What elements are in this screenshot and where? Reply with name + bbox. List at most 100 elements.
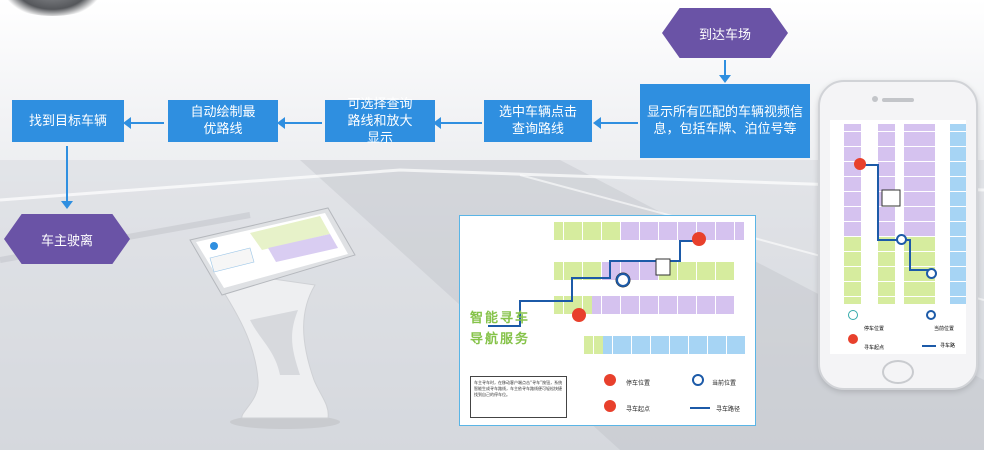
phone-parking-slot	[904, 131, 921, 139]
phone-parking-slot	[918, 184, 935, 191]
phone-parking-slot	[844, 161, 861, 169]
phone-parking-slot	[950, 214, 966, 221]
legend-route-line	[690, 407, 710, 409]
parking-slot	[601, 296, 611, 314]
phone-parking-slot	[918, 146, 935, 154]
phone-parking-slot	[878, 139, 895, 146]
phone-parking-slot	[904, 124, 921, 131]
parking-slot	[715, 296, 725, 314]
phone-parking-slot	[878, 229, 895, 236]
phone-parking-slot	[918, 251, 935, 259]
arrive-label: 到达车场	[698, 27, 751, 43]
phone-parking-slot	[844, 289, 861, 296]
phone-parking-slot	[878, 131, 895, 139]
phone-parking-slot	[950, 199, 966, 206]
legend-parking-icon	[604, 374, 616, 386]
phone-start-marker	[926, 268, 937, 279]
parking-slot	[715, 262, 725, 280]
phone-parking-slot	[918, 161, 935, 169]
phone-parking-slot	[918, 214, 935, 221]
phone-parking-slot	[950, 206, 966, 214]
legend-current-label: 当前位置	[712, 380, 737, 387]
parking-slot	[630, 222, 639, 240]
phone-parking-slot	[904, 191, 921, 199]
parking-slot	[554, 222, 563, 240]
phone-legend-route: 寻车路	[940, 343, 956, 349]
parking-slot	[611, 262, 620, 280]
parking-slot	[601, 262, 611, 280]
phone-parking-slot	[918, 169, 935, 176]
phone-parking-slot	[904, 139, 921, 146]
phone-parking-slot	[950, 221, 966, 229]
phone-parking-slot	[904, 229, 921, 236]
phone-parking-slot	[918, 176, 935, 184]
parking-slot	[611, 222, 620, 240]
parking-slot	[554, 262, 563, 280]
phone-parking-slot	[950, 236, 966, 244]
parking-slot	[687, 296, 696, 314]
draw-step: 自动绘制最优路线	[168, 100, 278, 142]
phone-parking-slot	[904, 199, 921, 206]
phone-parking-slot	[878, 266, 895, 274]
phone-parking-slot	[904, 236, 921, 244]
parking-slot	[706, 262, 715, 280]
arrow-left-2	[433, 117, 482, 129]
phone-parking-slot	[844, 146, 861, 154]
parking-slot	[696, 296, 706, 314]
phone-legend-current-icon	[926, 310, 936, 320]
phone-parking-slot	[844, 221, 861, 229]
phone-parking-slot	[844, 274, 861, 281]
phone-parking-slot	[904, 259, 921, 266]
show-info-step: 显示所有匹配的车辆视频信息，包括车牌、泊位号等	[640, 84, 810, 158]
zoom-step: 可选择查询路线和放大显示	[325, 97, 435, 146]
phone-parking-slot	[878, 221, 895, 229]
phone-parking-slot	[878, 259, 895, 266]
parking-slot	[649, 262, 658, 280]
phone-legend-route-line	[922, 345, 936, 347]
parking-slot	[584, 336, 593, 354]
phone-parking-slot	[844, 206, 861, 214]
phone-parking-slot	[950, 244, 966, 251]
phone-parking-slot	[844, 131, 861, 139]
parking-slot	[593, 336, 603, 354]
phone-parking-slot	[950, 169, 966, 176]
phone-parking-slot	[904, 289, 921, 296]
phone-parking-slot	[904, 221, 921, 229]
parking-slot	[726, 336, 736, 354]
parking-slot	[592, 296, 601, 314]
current-marker-icon	[616, 273, 630, 287]
phone-parking-slot	[878, 251, 895, 259]
parking-slot	[611, 296, 620, 314]
find-step: 找到目标车辆	[12, 100, 124, 142]
parking-slot	[573, 296, 582, 314]
phone-parking-slot	[878, 176, 895, 184]
parking-slot	[736, 336, 745, 354]
parking-slot	[668, 222, 677, 240]
parking-slot	[582, 296, 592, 314]
phone-parking-slot	[844, 184, 861, 191]
phone-parking-slot	[878, 184, 895, 191]
parking-slot	[725, 222, 734, 240]
parking-slot	[688, 336, 698, 354]
phone-parking-slot	[918, 139, 935, 146]
parking-slot	[622, 336, 631, 354]
parking-slot	[620, 296, 630, 314]
phone-parking-slot	[950, 266, 966, 274]
parking-slot	[620, 262, 630, 280]
parking-slot	[668, 262, 677, 280]
phone-parking-slot	[904, 251, 921, 259]
phone-parking-slot	[950, 124, 966, 131]
phone-parking-slot	[918, 236, 935, 244]
parking-slot	[630, 262, 639, 280]
parking-slot	[707, 336, 717, 354]
parking-slot	[658, 222, 668, 240]
parking-slot	[603, 336, 612, 354]
phone-home-button[interactable]	[882, 360, 914, 384]
phone-parking-slot	[904, 274, 921, 281]
phone-parking-slot	[878, 214, 895, 221]
dark-orb-decoration	[5, 0, 100, 16]
parking-slot	[734, 222, 744, 240]
phone-parking-slot	[904, 296, 921, 304]
legend-start-icon	[604, 400, 616, 412]
phone-parking-slot	[878, 154, 895, 161]
